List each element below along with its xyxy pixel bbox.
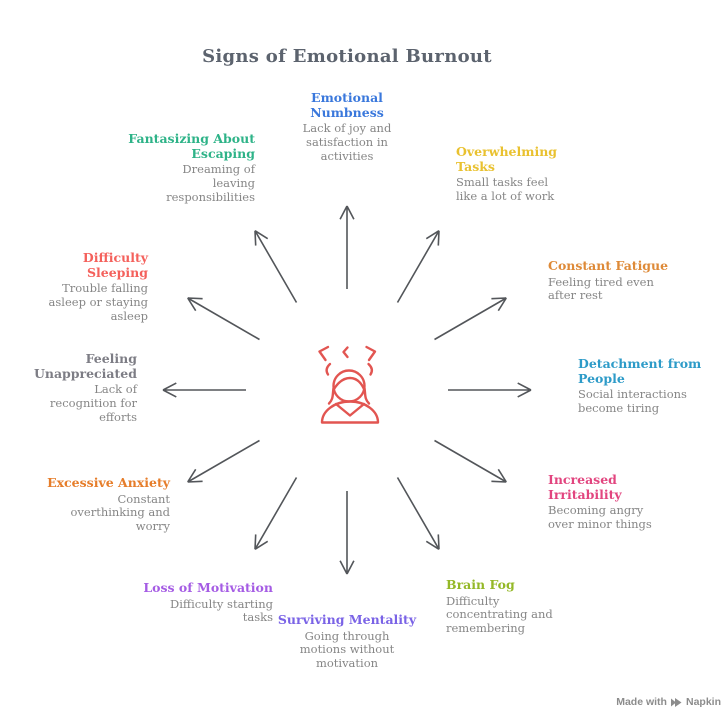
item-title: Detachment from People xyxy=(578,356,702,386)
radial-arrows xyxy=(162,205,532,575)
item-description: Becoming angry over minor things xyxy=(548,503,652,531)
item-title: Excessive Anxiety xyxy=(47,475,170,490)
item-description: Going through motions without motivation xyxy=(299,628,395,671)
item-increased-irritability: Increased Irritability Becoming angry ov… xyxy=(548,472,693,532)
item-title: Overwhelming Tasks xyxy=(456,144,558,174)
stressed-person-icon xyxy=(318,345,380,424)
item-description: Trouble falling asleep or staying asleep xyxy=(48,281,148,323)
item-constant-fatigue: Constant Fatigue Feeling tired even afte… xyxy=(548,258,698,303)
item-title: Increased Irritability xyxy=(548,472,622,502)
item-overwhelming-tasks: Overwhelming Tasks Small tasks feel like… xyxy=(456,144,591,204)
napkin-logo-icon xyxy=(670,697,682,707)
item-description: Social interactions become tiring xyxy=(578,387,687,415)
item-feeling-unappreciated: Feeling Unappreciated Lack of recognitio… xyxy=(6,351,137,424)
item-detachment-from-people: Detachment from People Social interactio… xyxy=(578,356,723,416)
item-title: Feeling Unappreciated xyxy=(33,351,137,381)
item-description: Constant overthinking and worry xyxy=(70,491,170,534)
item-title: Constant Fatigue xyxy=(548,258,669,273)
item-description: Difficulty concentrating and remembering xyxy=(446,593,553,636)
item-excessive-anxiety: Excessive Anxiety Constant overthinking … xyxy=(25,475,170,534)
item-fantasizing-about-escaping: Fantasizing About Escaping Dreaming of l… xyxy=(100,131,255,204)
item-surviving-mentality: Surviving Mentality Going through motion… xyxy=(252,612,442,671)
item-title: Emotional Numbness xyxy=(310,90,384,120)
item-brain-fog: Brain Fog Difficulty concentrating and r… xyxy=(446,577,591,636)
item-title: Difficulty Sleeping xyxy=(82,250,148,280)
item-loss-of-motivation: Loss of Motivation Difficulty starting t… xyxy=(125,580,273,625)
item-description: Small tasks feel like a lot of work xyxy=(456,175,555,203)
item-title: Surviving Mentality xyxy=(277,612,417,627)
item-description: Lack of joy and satisfaction in activiti… xyxy=(302,121,392,163)
item-title: Brain Fog xyxy=(446,577,515,592)
page-title: Signs of Emotional Burnout xyxy=(202,46,492,67)
watermark-made-with: Made with xyxy=(616,696,667,708)
item-description: Feeling tired even after rest xyxy=(548,274,654,303)
watermark-brand: Napkin xyxy=(685,696,721,708)
item-description: Lack of recognition for efforts xyxy=(49,382,137,424)
item-description: Dreaming of leaving responsibilities xyxy=(166,162,255,204)
item-title: Fantasizing About Escaping xyxy=(128,131,255,161)
item-difficulty-sleeping: Difficulty Sleeping Trouble falling asle… xyxy=(20,250,148,323)
napkin-watermark[interactable]: Made with Napkin xyxy=(616,696,721,708)
item-title: Loss of Motivation xyxy=(143,580,273,595)
item-emotional-numbness: Emotional Numbness Lack of joy and satis… xyxy=(267,90,427,163)
item-description: Difficulty starting tasks xyxy=(170,596,273,625)
